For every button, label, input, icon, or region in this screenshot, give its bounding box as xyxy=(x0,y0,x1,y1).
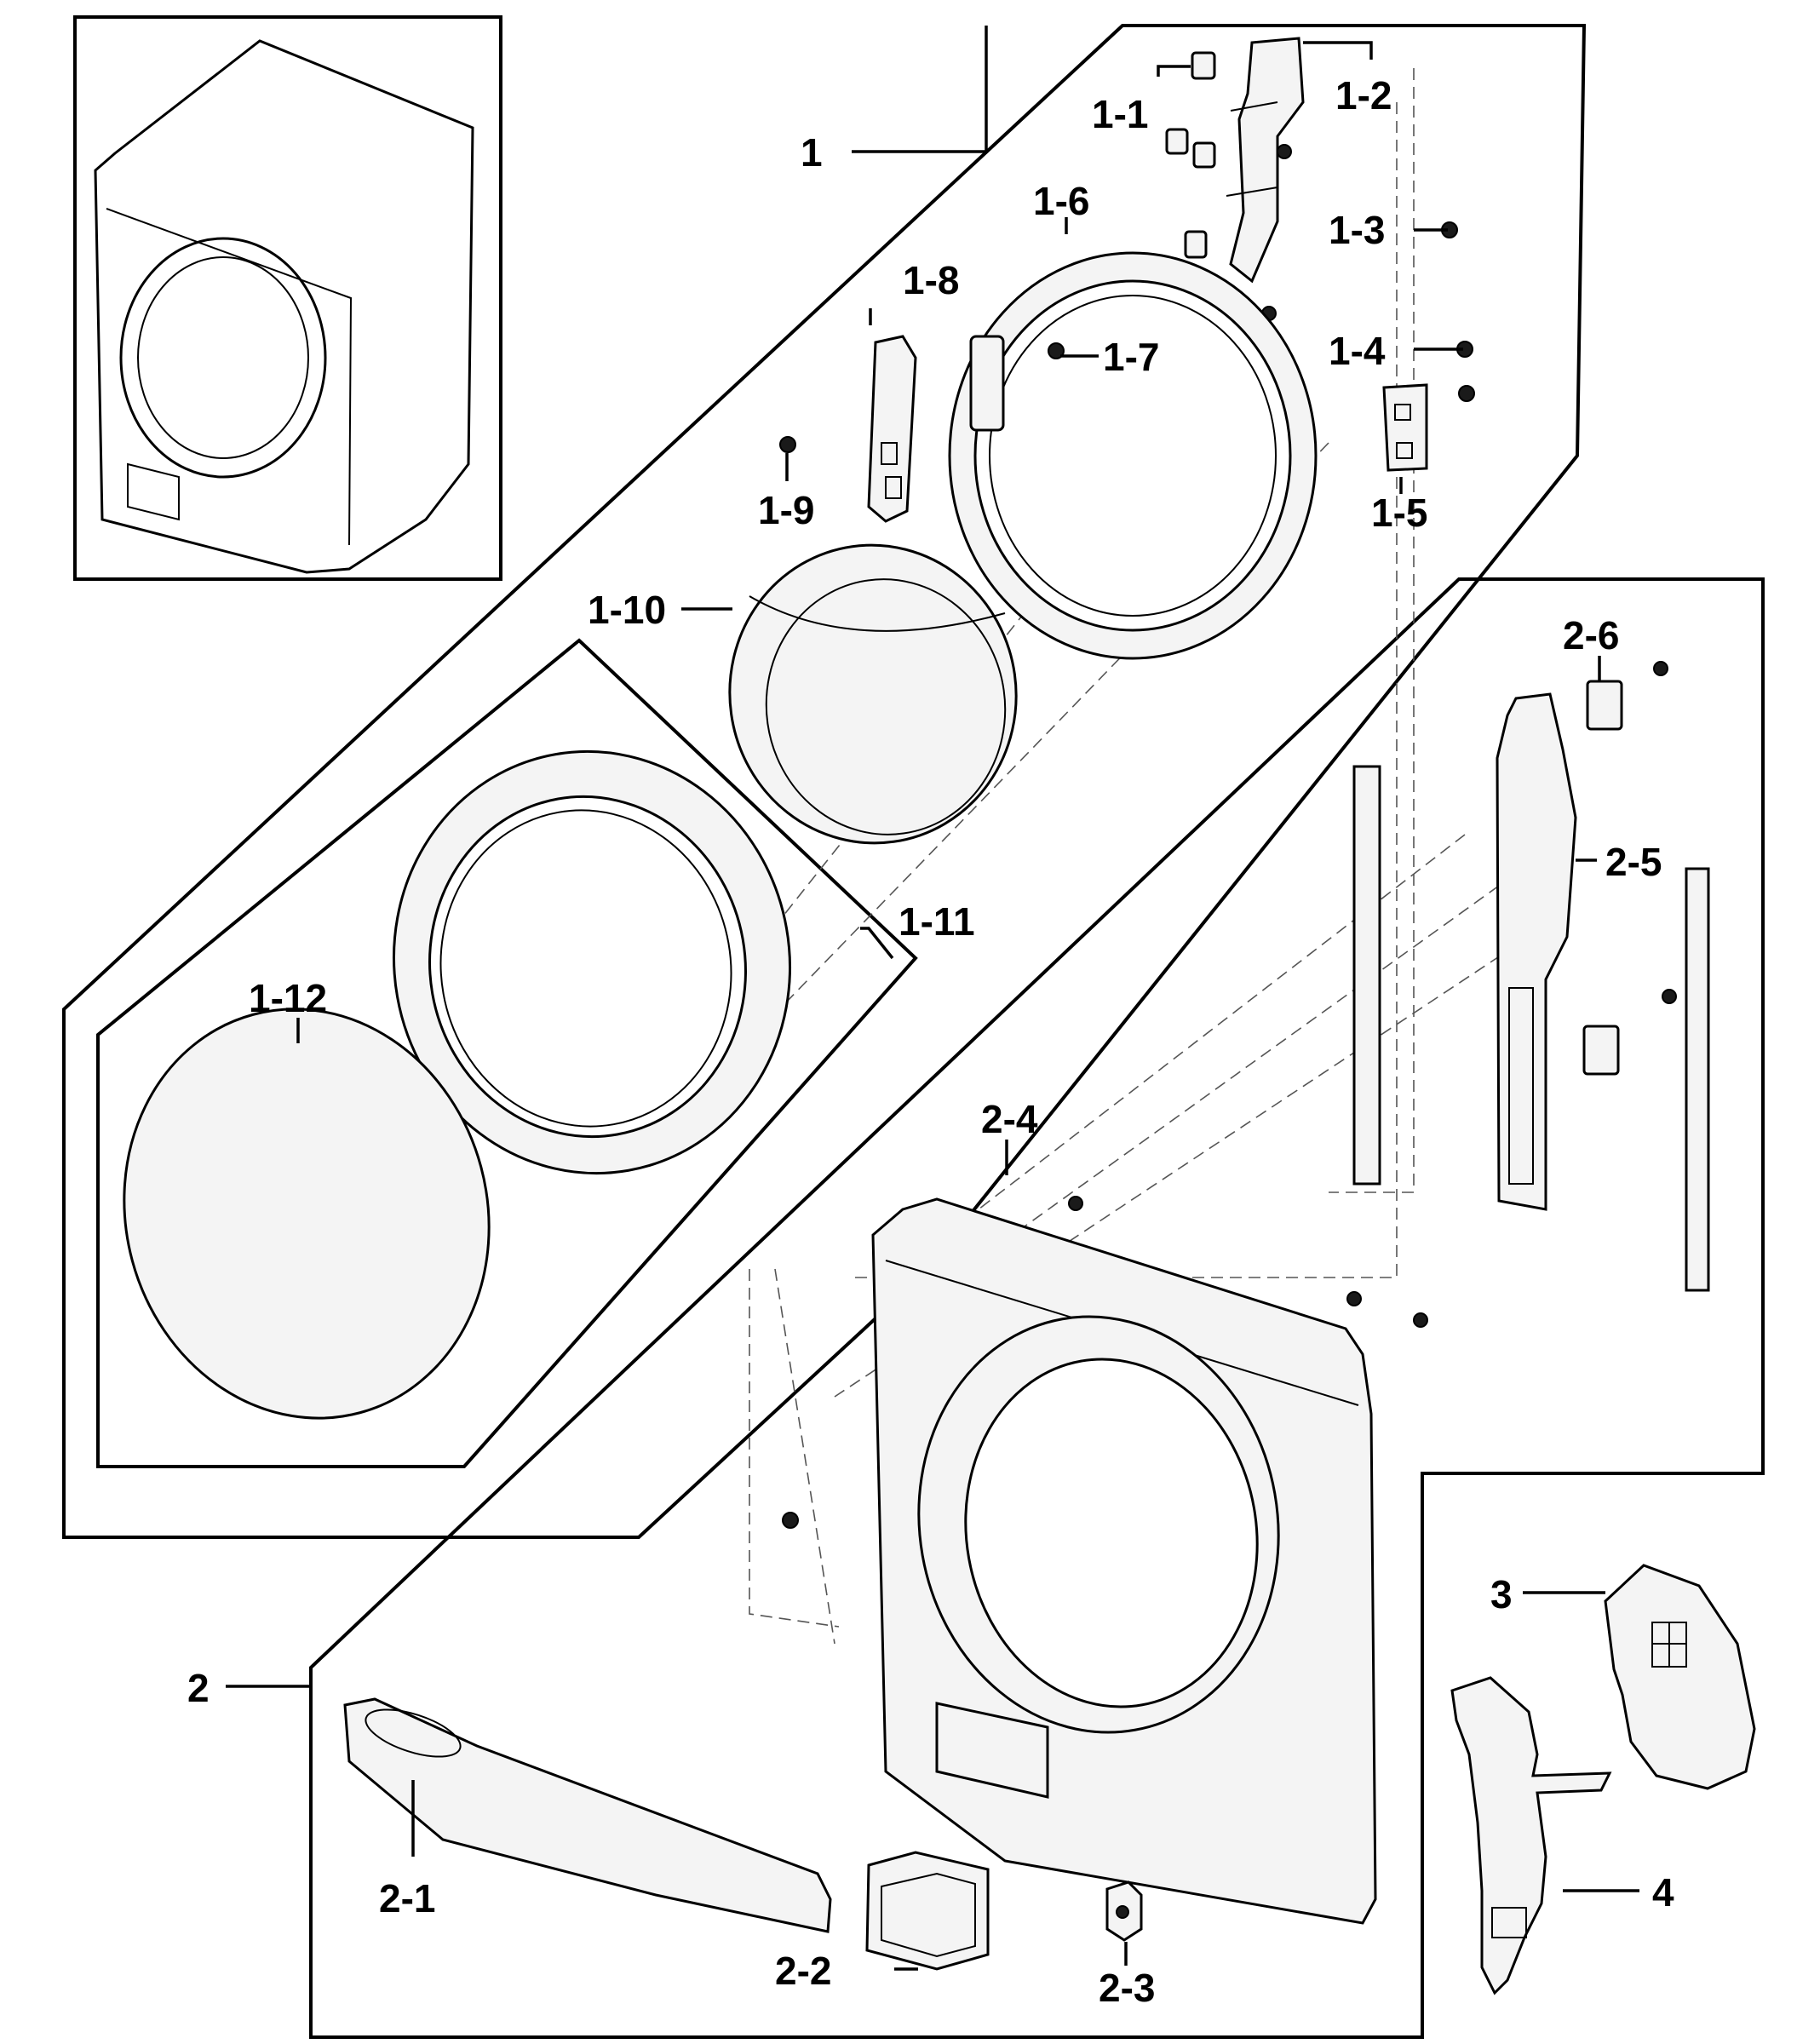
front-panel xyxy=(782,1196,1428,1925)
assembly-2-boundary xyxy=(309,577,1765,2039)
callout-labels: 1 1-1 1-2 1-3 1-4 1-5 1-6 1-7 1-8 1-9 1-… xyxy=(187,73,1674,2010)
callout-2-4: 2-4 xyxy=(981,1097,1038,1141)
door-outer-ring xyxy=(948,251,1318,660)
pcb-cover xyxy=(1604,1564,1756,1790)
side-strips xyxy=(1352,692,1710,1292)
callout-2-3: 2-3 xyxy=(1099,1966,1155,2010)
callout-1-9: 1-9 xyxy=(758,488,814,532)
callout-2-5: 2-5 xyxy=(1605,840,1662,884)
callout-1-3: 1-3 xyxy=(1329,208,1385,252)
screws xyxy=(779,221,1475,453)
callout-4: 4 xyxy=(1652,1870,1674,1915)
leader-lines xyxy=(226,26,1639,1971)
callout-2-1: 2-1 xyxy=(379,1876,435,1921)
door-glass xyxy=(728,543,1018,845)
hinge-part xyxy=(1165,37,1305,321)
callout-1-10: 1-10 xyxy=(588,588,666,632)
callout-1-11: 1-11 xyxy=(899,899,975,944)
door-switch xyxy=(1105,1880,1143,1942)
callout-1-6: 1-6 xyxy=(1033,179,1089,223)
callout-1-4: 1-4 xyxy=(1329,329,1386,373)
callout-2-2: 2-2 xyxy=(775,1949,831,1993)
door-sub-assembly-boundary xyxy=(96,638,918,1468)
clips xyxy=(1582,661,1677,1076)
callout-1-7: 1-7 xyxy=(1103,335,1159,379)
callout-1-8: 1-8 xyxy=(903,258,959,302)
callout-3: 3 xyxy=(1490,1572,1513,1616)
cover-box xyxy=(865,1851,990,1971)
assembly-1-boundary xyxy=(62,24,1587,1539)
door-cover xyxy=(123,1008,491,1420)
callout-1-1: 1-1 xyxy=(1092,92,1148,136)
latch-hook xyxy=(867,335,1005,523)
callout-2: 2 xyxy=(187,1666,210,1710)
callout-1-2: 1-2 xyxy=(1335,73,1392,118)
callout-1-5: 1-5 xyxy=(1371,491,1427,535)
callout-1-12: 1-12 xyxy=(249,976,327,1020)
callout-1: 1 xyxy=(801,130,823,175)
inset-assembled-dryer xyxy=(73,15,502,581)
hinge-bracket xyxy=(1382,383,1428,472)
door-trim-ring xyxy=(393,749,791,1175)
callout-2-6: 2-6 xyxy=(1563,613,1619,657)
kick-panel xyxy=(343,1697,832,1933)
pcb-bracket xyxy=(1450,1676,1612,1995)
